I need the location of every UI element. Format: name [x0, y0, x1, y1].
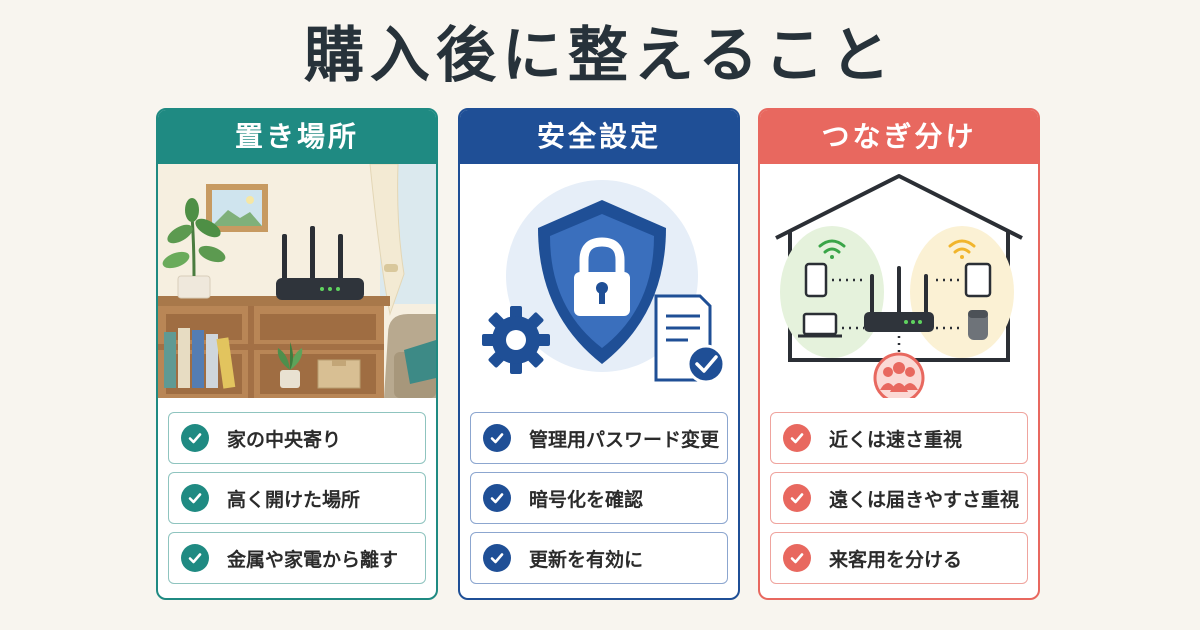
padlock-icon — [574, 237, 630, 316]
router-icon — [864, 266, 934, 332]
smartphone-icon — [804, 262, 828, 298]
wifi-icon — [948, 239, 976, 259]
card-security: 安全設定 — [458, 108, 740, 600]
checkmark-icon — [483, 484, 511, 512]
card-separation: つなぎ分け — [758, 108, 1040, 600]
checklist-item-label: 暗号化を確認 — [529, 488, 644, 511]
living-room-illustration — [158, 164, 436, 398]
home-network-illustration — [760, 164, 1038, 398]
picture-frame-icon — [206, 184, 268, 232]
router-icon — [276, 226, 364, 300]
checklist-item-label: 管理用パスワード変更 — [529, 428, 720, 451]
potted-plant-icon — [162, 198, 226, 299]
checklist-item-label: 来客用を分ける — [829, 548, 963, 571]
card-heading: つなぎ分け — [760, 110, 1038, 164]
checklist-item-label: 近くは速さ重視 — [829, 428, 963, 451]
tablet-icon — [964, 262, 992, 298]
page-title: 購入後に整えること — [303, 21, 897, 91]
smart-speaker-icon — [968, 310, 988, 340]
checkmark-icon — [783, 484, 811, 512]
check-badge-icon — [686, 344, 726, 384]
checklist-item-label: 家の中央寄り — [227, 428, 342, 451]
laptop-icon — [798, 312, 842, 338]
checklist-item: 家の中央寄り — [168, 412, 426, 464]
checklist-item: 近くは速さ重視 — [770, 412, 1028, 464]
checklist-item: 暗号化を確認 — [470, 472, 728, 524]
checkmark-icon — [483, 544, 511, 572]
checkmark-icon — [181, 484, 209, 512]
small-plant-icon — [277, 342, 303, 388]
security-illustration — [460, 164, 738, 398]
checklist-item: 金属や家電から離す — [168, 532, 426, 584]
checklist-item-label: 高く開けた場所 — [227, 488, 361, 511]
card-heading: 安全設定 — [460, 110, 738, 164]
checkmark-icon — [783, 424, 811, 452]
checklist-item: 遠くは届きやすさ重視 — [770, 472, 1028, 524]
checkmark-icon — [181, 544, 209, 572]
guests-icon — [873, 352, 925, 398]
checkmark-icon — [483, 424, 511, 452]
checklist-item-label: 遠くは届きやすさ重視 — [829, 488, 1020, 511]
checklist-item: 更新を有効に — [470, 532, 728, 584]
checklist-item: 管理用パスワード変更 — [470, 412, 728, 464]
checklist-item: 高く開けた場所 — [168, 472, 426, 524]
card-placement: 置き場所 — [156, 108, 438, 600]
checkmark-icon — [181, 424, 209, 452]
gear-icon — [482, 306, 550, 374]
wifi-icon — [818, 239, 846, 259]
checklist-item-label: 更新を有効に — [529, 548, 644, 571]
sofa-icon — [384, 314, 436, 398]
card-heading: 置き場所 — [158, 110, 436, 164]
checklist-item-label: 金属や家電から離す — [227, 548, 399, 571]
checkmark-icon — [783, 544, 811, 572]
checklist-item: 来客用を分ける — [770, 532, 1028, 584]
